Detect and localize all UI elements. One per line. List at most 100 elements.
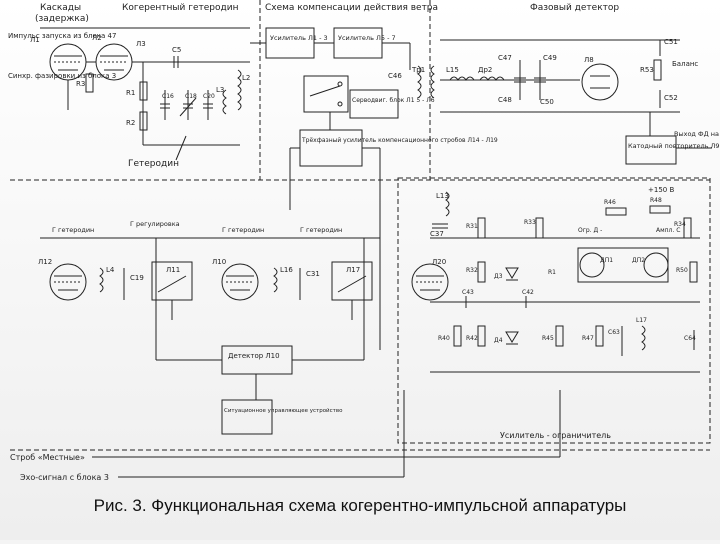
signal-echo: Эхо-сигнал с блока 3 xyxy=(20,473,109,482)
svg-text:С37: С37 xyxy=(430,230,444,238)
leader-heterodyne xyxy=(175,135,187,161)
label-ampl: Ампл. С xyxy=(656,227,680,234)
svg-text:Л10: Л10 xyxy=(212,258,226,266)
svg-text:L15: L15 xyxy=(446,66,459,74)
svg-text:R32: R32 xyxy=(466,267,478,274)
sync-input-label: Синхр. фазировки из блока 3 xyxy=(8,72,116,80)
resistor-r33: R33 xyxy=(524,217,544,239)
svg-text:С5: С5 xyxy=(172,46,181,54)
svg-text:Тр1: Тр1 xyxy=(411,66,425,74)
resistor-r40: R40 xyxy=(438,325,462,347)
coil-l15: L15 xyxy=(446,66,475,81)
resistor-r1: R1 xyxy=(126,81,148,101)
capacitor-c37: С37 xyxy=(430,223,448,238)
sublabel-plus150: +150 В xyxy=(648,186,674,194)
capacitor-c52: С52 xyxy=(659,90,678,108)
svg-text:R48: R48 xyxy=(650,197,662,204)
svg-text:С49: С49 xyxy=(543,54,557,62)
section-coherent-lo: Когерентный гетеродин xyxy=(122,3,239,13)
choke-dr2: Др2 xyxy=(478,66,505,81)
svg-text:R40: R40 xyxy=(438,335,450,342)
svg-text:L16: L16 xyxy=(280,266,293,274)
capacitor-c51: С51 xyxy=(659,38,678,56)
capacitor-c43: С43 xyxy=(462,289,474,308)
svg-text:Л11: Л11 xyxy=(166,266,180,274)
svg-text:С20: С20 xyxy=(203,93,215,100)
coil-l3: L3 xyxy=(216,86,227,115)
svg-text:R53: R53 xyxy=(640,66,654,74)
amp-region-frame xyxy=(397,177,711,444)
svg-text:ДП1: ДП1 xyxy=(600,257,613,264)
svg-text:С51: С51 xyxy=(664,38,678,46)
signal-strobe: Строб «Местные» xyxy=(10,453,85,462)
resistor-r47: R47 xyxy=(582,325,604,347)
svg-text:R31: R31 xyxy=(466,223,478,230)
section-cascades: Каскады xyxy=(40,3,81,13)
block-l11: Л11 xyxy=(151,261,193,301)
capacitor-c64: С64 xyxy=(684,330,696,350)
svg-text:Серводвиг. блок Л1 5 - Л6: Серводвиг. блок Л1 5 - Л6 xyxy=(352,97,435,104)
svg-text:Импульс запуска из блока 47: Импульс запуска из блока 47 xyxy=(8,32,116,40)
svg-text:Трёхфазный усилитель компенсац: Трёхфазный усилитель компенсационного ст… xyxy=(301,137,498,144)
label-c50: С50 xyxy=(540,98,554,106)
svg-text:С52: С52 xyxy=(664,94,678,102)
svg-text:R1: R1 xyxy=(126,89,135,97)
resistor-r45: R45 xyxy=(542,325,564,347)
resistor-r46: R46 xyxy=(604,199,627,216)
svg-text:С18: С18 xyxy=(185,93,197,100)
capacitor-c16: С16 xyxy=(160,90,174,120)
tube-l20: Л20 xyxy=(411,258,449,301)
svg-text:Л8: Л8 xyxy=(584,56,594,64)
resistor-r48: R48 xyxy=(649,197,671,214)
label-c48: С48 xyxy=(498,96,512,104)
tube-l10: Л10 xyxy=(212,258,259,301)
block-detector: Детектор Л10 xyxy=(221,345,293,375)
capacitor-c5: С5 xyxy=(172,46,181,68)
block-cathode-follower: Катодный повторитель Л9 xyxy=(625,135,720,165)
tube-l8: Л8 xyxy=(581,56,619,101)
pd-output-label: Выход ФД на И.Ц.К xyxy=(674,130,720,138)
svg-text:С19: С19 xyxy=(130,274,144,282)
svg-text:Катодный повторитель Л9: Катодный повторитель Л9 xyxy=(628,142,720,150)
diode-d3: Д3 xyxy=(494,267,519,281)
svg-text:Др2: Др2 xyxy=(478,66,492,74)
svg-text:С16: С16 xyxy=(162,93,174,100)
svg-text:R47: R47 xyxy=(582,335,594,342)
svg-text:Д3: Д3 xyxy=(494,273,503,280)
capacitor-c31: С31 xyxy=(299,268,320,300)
svg-text:R33: R33 xyxy=(524,219,536,226)
capacitor-c42: С42 xyxy=(522,289,534,308)
capacitor-c47: С47 xyxy=(498,54,526,100)
sublabel-lo2: Г гетеродин xyxy=(222,226,264,234)
resistor-r32: R32 xyxy=(466,261,486,283)
coil-l16: L16 xyxy=(273,266,293,293)
sublabel-lo3: Г гетеродин xyxy=(300,226,342,234)
svg-text:Л12: Л12 xyxy=(38,258,52,266)
svg-text:L17: L17 xyxy=(636,317,647,324)
figure-caption: Рис. 3. Функциональная схема когерентно-… xyxy=(93,496,627,515)
resistor-r2: R2 xyxy=(126,111,148,131)
resistor-r31: R31 xyxy=(466,217,486,239)
block-l17: Л17 xyxy=(331,261,373,301)
coil-l2: L2 xyxy=(237,69,250,111)
svg-text:R50: R50 xyxy=(676,267,688,274)
coil-l13: L13 xyxy=(436,191,450,217)
svg-text:С47: С47 xyxy=(498,54,512,62)
section-phase-det: Фазовый детектор xyxy=(530,3,619,13)
capacitor-c18: С18 xyxy=(179,90,197,120)
svg-text:L2: L2 xyxy=(242,74,250,82)
section-amp-limiter: Усилитель - ограничитель xyxy=(500,431,611,440)
svg-text:L3: L3 xyxy=(216,86,224,94)
pulse-input-label: Импульс запуска из блока 47 xyxy=(8,32,116,40)
svg-text:Л20: Л20 xyxy=(432,258,446,266)
svg-text:С64: С64 xyxy=(684,335,696,342)
section-cascades-sub: (задержка) xyxy=(35,14,89,24)
svg-text:L4: L4 xyxy=(106,266,115,274)
svg-text:Усилитель Л5 - 7: Усилитель Л5 - 7 xyxy=(338,34,396,42)
resistor-r42: R42 xyxy=(466,325,486,347)
capacitor-c20: С20 xyxy=(203,90,215,120)
svg-text:R34: R34 xyxy=(674,221,686,228)
resistor-r53: R53 xyxy=(640,59,662,81)
section-heterodyne: Гетеродин xyxy=(128,159,179,169)
